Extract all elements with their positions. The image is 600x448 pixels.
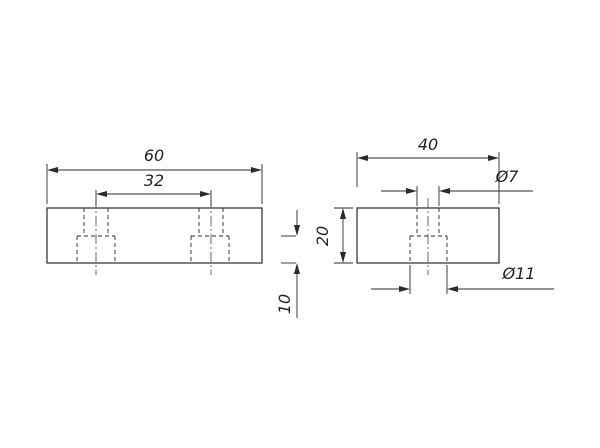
depth-label: 10 (275, 294, 294, 314)
dimension-hole-spacing: 32 (95, 171, 212, 206)
front-view-outline (46, 207, 263, 264)
dimension-depth: 10 (275, 210, 300, 318)
dimension-side-width: 40 (356, 135, 500, 204)
dimension-overall-width: 60 (46, 146, 263, 204)
height-label: 20 (313, 226, 332, 246)
dimension-counterbore-diameter: Ø11 (371, 264, 554, 294)
hole-spacing-label: 32 (144, 171, 164, 190)
overall-width-label: 60 (144, 146, 164, 165)
dimension-hole-diameter: Ø7 (381, 167, 533, 206)
dimension-height: 20 (313, 207, 353, 264)
front-view: 60 32 (46, 146, 263, 275)
counterbore-diameter-label: Ø11 (502, 264, 536, 283)
side-view: 40 20 Ø7 Ø11 (313, 135, 554, 294)
hole-diameter-label: Ø7 (495, 167, 520, 186)
side-width-label: 40 (418, 135, 438, 154)
side-hole (409, 198, 448, 275)
right-hole (190, 198, 230, 275)
left-hole (76, 198, 116, 275)
